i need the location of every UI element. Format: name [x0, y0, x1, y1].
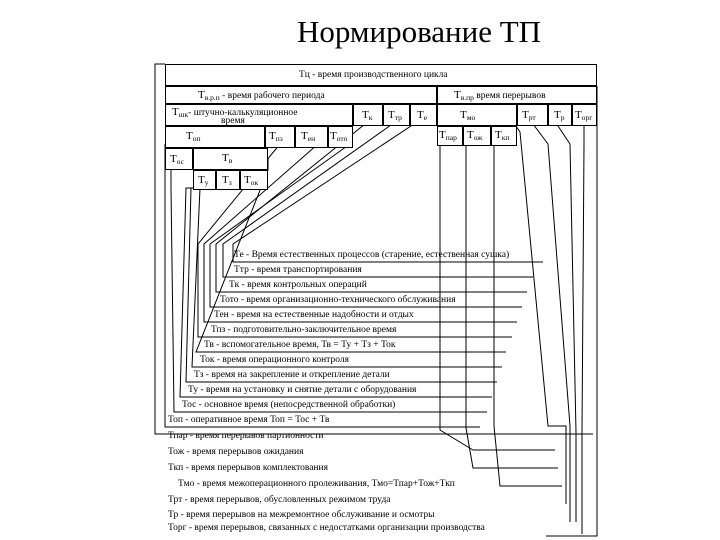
wire-tmo [511, 119, 567, 504]
wire-tpar [439, 144, 555, 451]
wire-ten [203, 143, 517, 323]
wire-trt [529, 119, 571, 522]
tk-box: Тк [353, 104, 383, 126]
def-trt: Трт - время перерывов, обусловленных реж… [168, 495, 391, 505]
tozh-label: Тож [467, 129, 483, 142]
tc-label: Тц - время производственного цикла [299, 70, 448, 80]
def-tmo: Тмо - время межоперационного пролеживани… [178, 479, 455, 489]
def-te: Те - Время естественных процессов (старе… [234, 250, 510, 260]
wire-ttr [222, 119, 533, 278]
wire-tk [215, 119, 527, 293]
tpr-box: Тв.пр время перерывов [437, 86, 597, 104]
def-tv: Тв - вспомогательное время, Тв = Ту + Тз… [204, 340, 396, 350]
tpz-box: Тпз [265, 126, 295, 148]
wire-tozh [465, 144, 558, 469]
tmo-box: Тмо [437, 104, 517, 126]
def-ttr: Ттр - время транспортирования [234, 265, 362, 275]
tok-box: Ток [240, 170, 268, 190]
tc-box: Тц - время производственного цикла [165, 64, 597, 86]
tos-box: Тос [165, 148, 193, 170]
tozh-box: Тож [463, 126, 491, 146]
def-top: Топ - оперативное время Топ = Тос + Тв [168, 415, 330, 425]
tk-label: Тк [362, 109, 373, 122]
wire-te [232, 119, 543, 263]
trp-box: Тв.р.п - время рабочего периода [165, 86, 437, 104]
def-tz: Тз - время на закрепление и открепление … [194, 370, 390, 380]
def-tpz: Тпз - подготовительно-заключительное вре… [211, 325, 397, 335]
def-tos: Тос - основное время (непосредственной о… [182, 400, 396, 410]
def-tk: Тк - время контрольных операций [229, 280, 367, 290]
tkp-box: Ткп [491, 126, 517, 146]
tkp-label: Ткп [495, 129, 510, 142]
tsh-label: Тшк- штучно-калькуляционное [172, 106, 298, 119]
wire-tc [154, 63, 593, 435]
def-tkp: Ткп - время перерывов комплектования [168, 463, 328, 473]
wire-tu [179, 187, 492, 398]
te-box: Те [410, 104, 437, 126]
tok-label: Ток [244, 174, 259, 187]
def-tok: Ток - время операционного контроля [200, 355, 349, 365]
tv-label: Тв [222, 152, 233, 165]
trp-label: Тв.р.п - время рабочего периода [198, 89, 325, 102]
tr-box: Тр [548, 104, 572, 126]
def-tozh: Тож - время перерывов ожидания [168, 447, 304, 457]
tpar-box: Тпар [437, 126, 463, 146]
tpar-label: Тпар [439, 129, 457, 142]
wire-torg [581, 120, 585, 534]
tsh-label-line2: время [221, 116, 245, 126]
tpr-label: Тв.пр время перерывов [454, 89, 546, 102]
page-title: Нормирование ТП [296, 14, 542, 49]
tu-label: Ту [198, 174, 209, 187]
wire-tos [170, 170, 487, 413]
wire-tpz [197, 143, 512, 338]
tr-label: Тр [554, 109, 565, 122]
tpz-label: Тпз [269, 130, 283, 143]
def-tu: Ту - время на установку и снятие детали … [188, 385, 417, 395]
wire-top [164, 144, 480, 428]
ten-label: Тен [301, 130, 316, 143]
ten-box: Тен [295, 126, 328, 148]
wire-tkp [493, 144, 562, 487]
tu-box: Ту [193, 170, 216, 190]
ttr-box: Ттр [383, 104, 410, 126]
toto-box: Тото [328, 126, 353, 148]
wire-tpr [546, 86, 598, 537]
wire-tv [195, 158, 506, 353]
def-torg: Торг - время перерывов, связанных с недо… [168, 523, 485, 533]
def-toto: Тото - время организационно-технического… [220, 295, 456, 305]
ttr-label: Ттр [388, 109, 402, 122]
def-ten: Тен - время на естественные надобности и… [214, 310, 414, 320]
tz-label: Тз [222, 174, 232, 187]
tv-box: Тв [193, 148, 268, 170]
def-tpar: Тпар - время перерывов партионности [168, 431, 324, 441]
def-tr: Тр - время перерывов на межремонтное обс… [168, 510, 435, 520]
tmo-label: Тмо [460, 109, 476, 122]
top-box: Топ [165, 126, 265, 148]
tos-label: Тос [170, 153, 184, 166]
wire-toto [209, 143, 522, 308]
tsh-box: Тшк- штучно-калькуляционное время [165, 104, 353, 126]
te-label: Те [417, 109, 428, 122]
toto-label: Тото [330, 130, 348, 143]
trt-box: Трт [517, 104, 548, 126]
wire-tr [553, 119, 577, 522]
top-label: Топ [186, 130, 201, 143]
torg-label: Торг [575, 109, 593, 122]
torg-box: Торг [572, 104, 597, 126]
tz-box: Тз [216, 170, 240, 190]
trt-label: Трт [522, 109, 536, 122]
